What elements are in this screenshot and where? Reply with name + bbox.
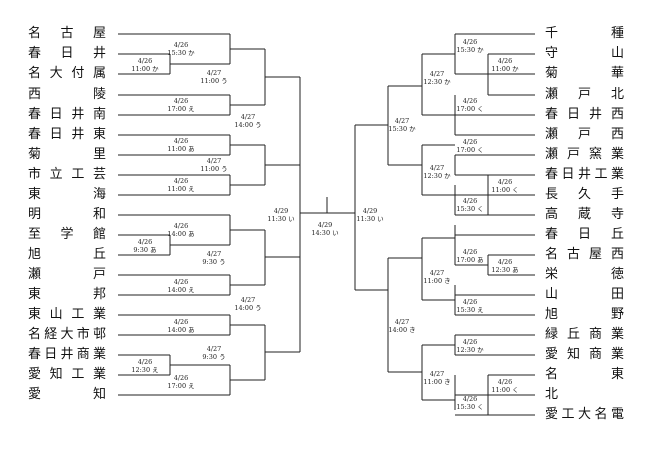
team-left: 至学館 — [28, 227, 106, 242]
team-right: 山田 — [545, 287, 624, 302]
team-right: 瀬戸北 — [545, 87, 624, 102]
team-left: 春日井 — [28, 46, 106, 61]
team-left: 愛知 — [28, 387, 106, 402]
team-left: 瀬戸 — [28, 267, 106, 282]
team-left: 旭丘 — [28, 247, 106, 262]
team-right: 北 — [545, 387, 559, 402]
team-left: 西陵 — [28, 87, 106, 102]
team-right: 春日井工業 — [545, 167, 624, 182]
team-left: 春日井東 — [28, 127, 106, 142]
team-right: 春日丘 — [545, 227, 624, 242]
team-right: 長久手 — [545, 187, 624, 202]
team-left: 明和 — [28, 207, 106, 222]
team-left: 市立工芸 — [28, 167, 106, 182]
team-right: 高蔵寺 — [545, 207, 624, 222]
team-right: 名東 — [545, 367, 624, 382]
team-left: 東邦 — [28, 287, 106, 302]
team-right: 瀬戸西 — [545, 127, 624, 142]
team-right: 守山 — [545, 46, 624, 61]
team-left: 名古屋 — [28, 26, 106, 41]
team-right: 春日井西 — [545, 107, 624, 122]
team-right: 菊華 — [545, 66, 624, 81]
team-right: 愛工大名電 — [545, 407, 624, 422]
team-right: 緑丘商業 — [545, 327, 624, 342]
team-left: 東海 — [28, 187, 106, 202]
team-right: 千種 — [545, 26, 624, 41]
team-left: 春日井商業 — [28, 347, 106, 362]
team-right: 旭野 — [545, 307, 624, 322]
team-left: 東山工業 — [28, 307, 106, 322]
team-right: 瀬戸窯業 — [545, 147, 624, 162]
team-left: 春日井南 — [28, 107, 106, 122]
team-left: 名大付属 — [28, 66, 106, 81]
team-right: 栄徳 — [545, 267, 624, 282]
team-left: 名経大市邨 — [28, 327, 106, 342]
team-left: 愛知工業 — [28, 367, 106, 382]
team-right: 名古屋西 — [545, 247, 624, 262]
team-left: 菊里 — [28, 147, 106, 162]
team-right: 愛知商業 — [545, 347, 624, 362]
